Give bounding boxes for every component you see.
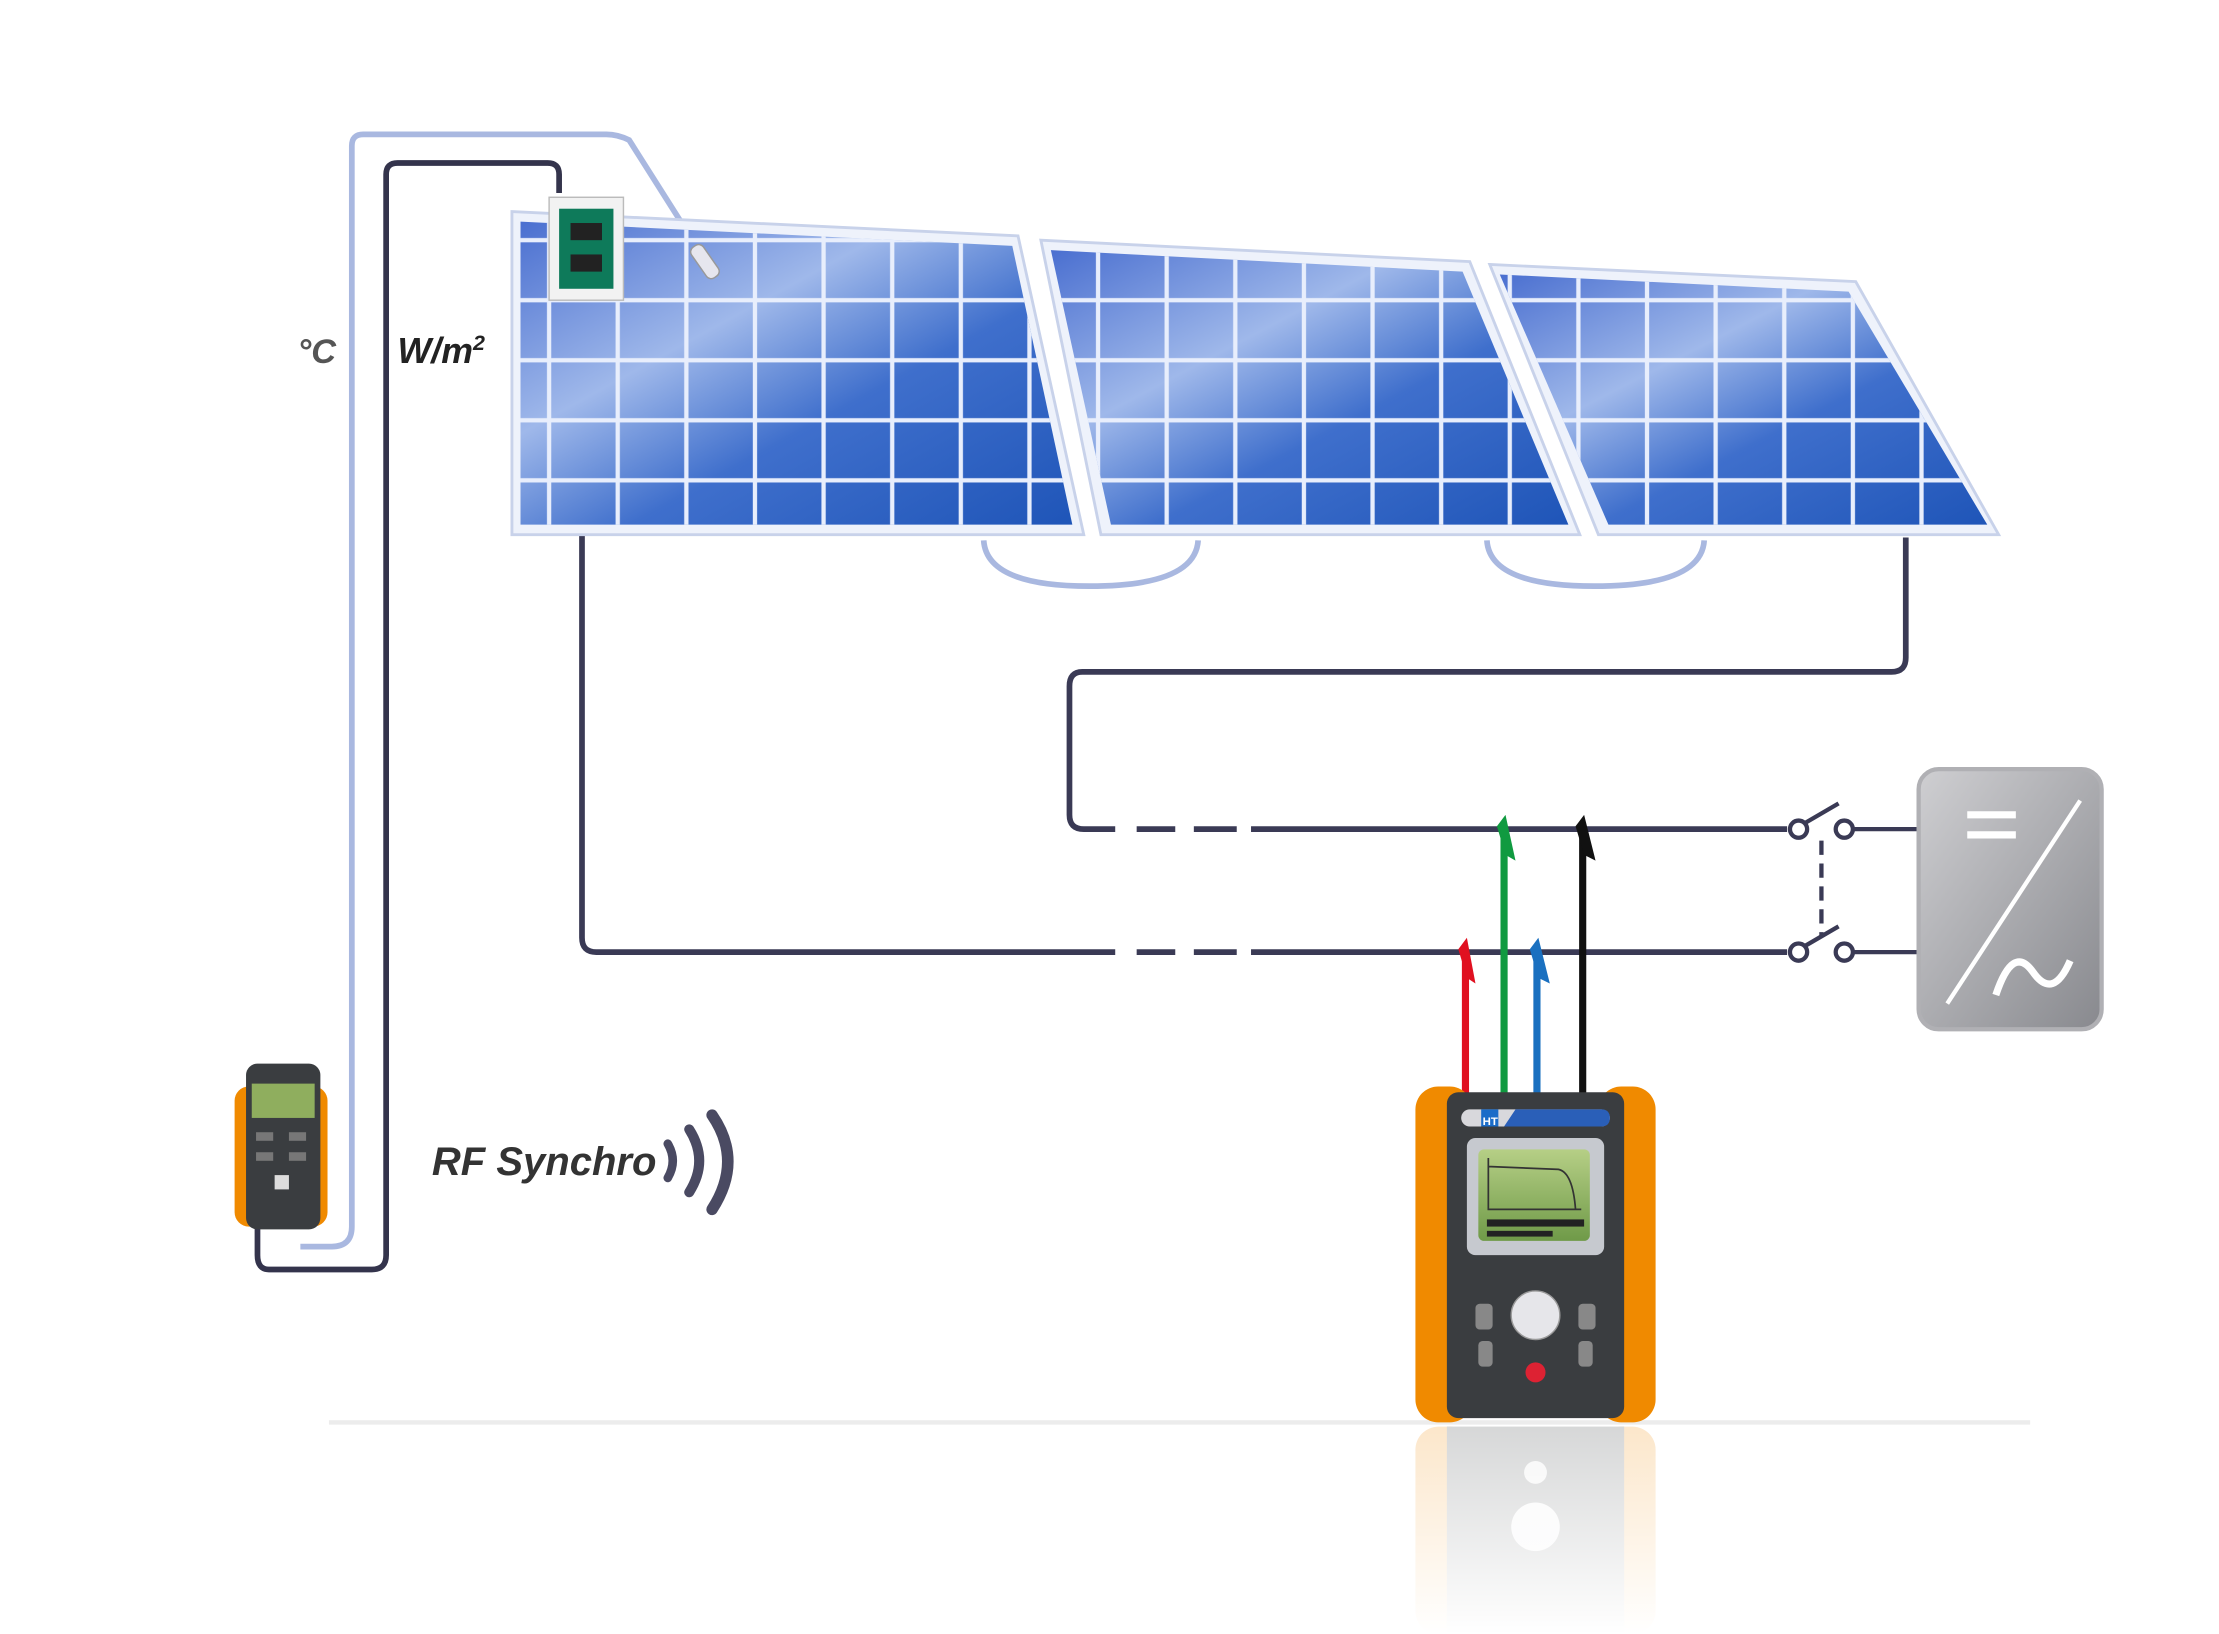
test-leads (1458, 814, 1596, 1094)
inverter (1916, 766, 2104, 1032)
rf-synchro-label: RF Synchro (432, 1140, 657, 1184)
irradiance-label: W/m2 (398, 331, 485, 371)
meter-display (1478, 1149, 1590, 1241)
string-negative-cable (579, 534, 1788, 955)
temperature-probe (689, 243, 720, 280)
reflection-fade (1401, 1426, 1673, 1634)
panel-link-cable (980, 540, 1201, 589)
panel-link-cable (1484, 540, 1708, 589)
remote-data-logger (234, 1063, 328, 1230)
irradiance-unit: W/m (398, 331, 473, 371)
iv-curve (1487, 1157, 1582, 1211)
wireless-signal-icon (663, 1109, 734, 1216)
pv-analyzer-meter: HT (1415, 1086, 1656, 1423)
function-key[interactable] (1578, 1340, 1593, 1367)
solar-panel (1039, 238, 1582, 537)
solar-panel (510, 210, 1086, 537)
irradiance-exponent: 2 (472, 331, 485, 355)
navigation-pad[interactable] (1510, 1290, 1561, 1341)
temperature-sensor-cable (300, 131, 714, 1250)
function-key[interactable] (1478, 1340, 1493, 1367)
function-key[interactable] (1475, 1303, 1493, 1330)
brand-logo-text: HT (1483, 1116, 1498, 1128)
temperature-label: °C (298, 333, 338, 371)
dc-disconnect-switch (1787, 801, 1919, 963)
irradiance-sensor (548, 196, 625, 301)
power-button[interactable] (1525, 1362, 1546, 1383)
function-key[interactable] (1578, 1303, 1596, 1330)
string-positive-cable (1066, 537, 1909, 833)
brand-logo (1481, 1109, 1499, 1127)
solar-panel (1487, 262, 2002, 537)
irradiance-sensor-cable (254, 160, 562, 1273)
